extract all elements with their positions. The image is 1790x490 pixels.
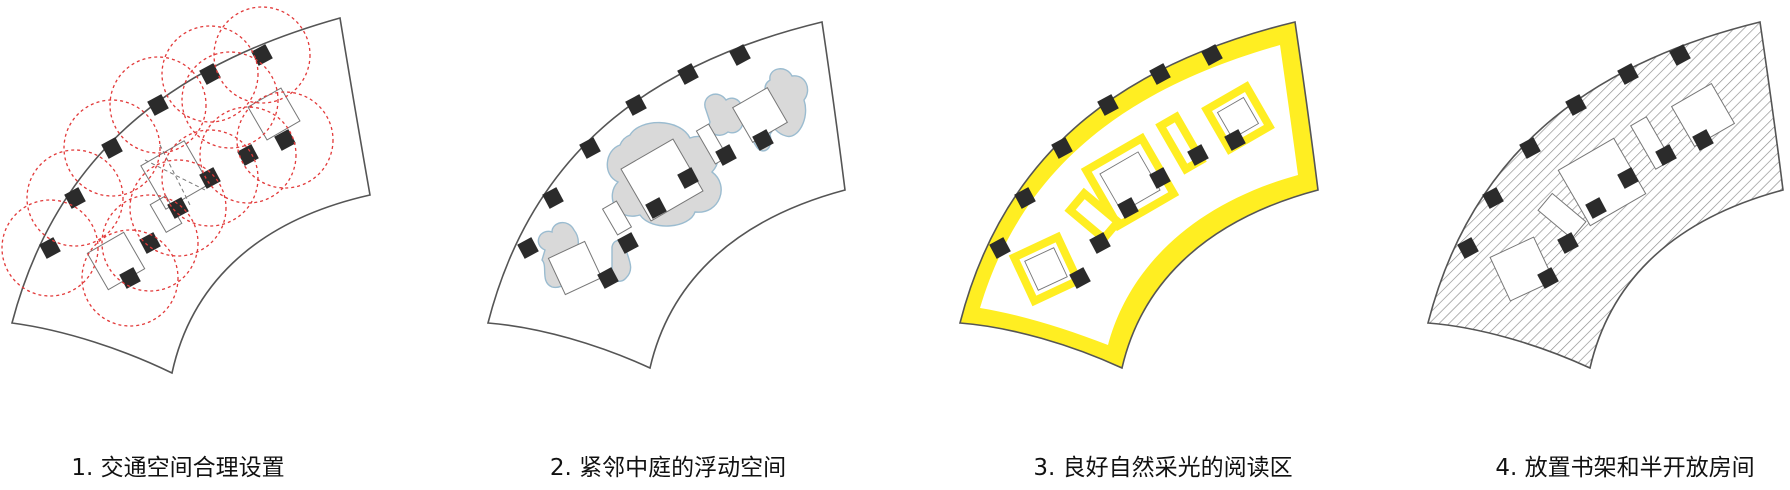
column-2	[1014, 187, 1036, 209]
column-7	[597, 267, 619, 289]
structural-columns	[989, 44, 1246, 289]
circulation-circle-3	[63, 99, 161, 197]
circulation-circles	[1, 6, 334, 327]
structural-columns	[39, 44, 296, 289]
column-6	[1669, 44, 1691, 66]
circulation-circle-1	[1, 199, 99, 297]
column-10	[1617, 167, 1639, 189]
column-3	[1519, 137, 1541, 159]
column-6	[1201, 44, 1223, 66]
column-6	[729, 44, 751, 66]
column-12	[752, 129, 774, 151]
circulation-circle-2	[26, 149, 124, 247]
column-2	[1482, 187, 1504, 209]
column-9	[1585, 197, 1607, 219]
circulation-circle-9	[129, 159, 227, 257]
column-7	[1537, 267, 1559, 289]
circulation-circle-13	[181, 51, 279, 149]
column-4	[1565, 94, 1587, 116]
column-11	[715, 144, 737, 166]
column-10	[199, 167, 221, 189]
column-3	[101, 137, 123, 159]
column-10	[1149, 167, 1171, 189]
column-4	[625, 94, 647, 116]
column-8	[617, 232, 639, 254]
column-7	[1069, 267, 1091, 289]
column-3	[579, 137, 601, 159]
circulation-circle-6	[213, 6, 311, 104]
column-9	[1117, 197, 1139, 219]
circulation-circle-12	[236, 91, 334, 189]
atrium-void	[547, 86, 789, 296]
column-9	[645, 197, 667, 219]
panel-reading-zone	[958, 21, 1319, 370]
column-5	[1617, 63, 1639, 85]
panel-shelves-rooms	[1426, 21, 1784, 370]
structural-columns	[517, 44, 774, 289]
circulation-circle-5	[161, 25, 259, 123]
caption-shelves-rooms: 4. 放置书架和半开放房间	[1495, 455, 1755, 481]
column-4	[1097, 94, 1119, 116]
semi-open-rooms	[1489, 82, 1736, 302]
circulation-circle-7	[81, 229, 179, 327]
caption-floating-space: 2. 紧邻中庭的浮动空间	[549, 455, 787, 481]
circulation-circle-11	[199, 106, 297, 204]
panel-circulation	[1, 6, 371, 375]
atrium-void	[1024, 96, 1260, 291]
column-12	[274, 129, 296, 151]
column-2	[542, 187, 564, 209]
structural-columns	[1457, 44, 1714, 289]
column-5	[677, 63, 699, 85]
column-1	[517, 237, 539, 259]
column-1	[39, 237, 61, 259]
column-12	[1224, 129, 1246, 151]
column-1	[989, 237, 1011, 259]
column-12	[1692, 129, 1714, 151]
column-8	[1557, 232, 1579, 254]
column-11	[1187, 144, 1209, 166]
circulation-circle-4	[109, 56, 207, 154]
floor-plan-outline	[10, 16, 371, 375]
column-1	[1457, 237, 1479, 259]
caption-circulation: 1. 交通空间合理设置	[71, 455, 285, 481]
circulation-circle-8	[101, 194, 199, 292]
column-5	[199, 63, 221, 85]
column-3	[1051, 137, 1073, 159]
column-11	[237, 144, 259, 166]
circulation-circle-10	[161, 129, 259, 227]
column-10	[677, 167, 699, 189]
column-2	[64, 187, 86, 209]
column-4	[147, 94, 169, 116]
panel-floating-space	[486, 21, 846, 370]
column-9	[167, 197, 189, 219]
column-11	[1655, 144, 1677, 166]
column-8	[1089, 232, 1111, 254]
column-5	[1149, 63, 1171, 85]
caption-reading-zone: 3. 良好自然采光的阅读区	[1033, 455, 1293, 481]
